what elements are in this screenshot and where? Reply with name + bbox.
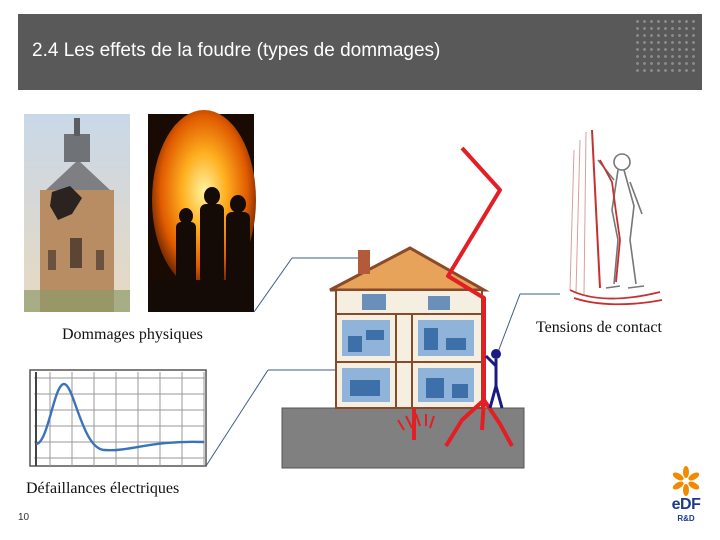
slide-title: 2.4 Les effets de la foudre (types de do… xyxy=(32,40,441,61)
edf-flower-icon xyxy=(672,466,700,496)
caption-electrical-failures: Défaillances électriques xyxy=(26,480,180,497)
lightning-path xyxy=(412,146,514,448)
caption-contact-voltage: Tensions de contact xyxy=(536,319,662,336)
page-number: 10 xyxy=(18,512,30,523)
dot-pattern xyxy=(634,18,696,76)
logo-subtext: R&D xyxy=(677,514,695,523)
surge-graph-image xyxy=(29,369,207,467)
title-bar: 2.4 Les effets de la foudre (types de do… xyxy=(18,14,702,90)
house-illustration xyxy=(329,246,490,409)
caption-physical-damage: Dommages physiques xyxy=(62,326,203,343)
contact-voltage-sketch xyxy=(564,126,670,308)
person-figure xyxy=(484,349,504,409)
edf-logo: eDF R&D xyxy=(664,466,708,526)
fire-photo xyxy=(148,110,256,312)
step-voltage-marks xyxy=(397,413,435,431)
ground xyxy=(281,407,525,469)
church-tower-photo xyxy=(24,114,130,312)
connector-lines xyxy=(205,257,560,467)
logo-text: eDF xyxy=(671,496,701,513)
